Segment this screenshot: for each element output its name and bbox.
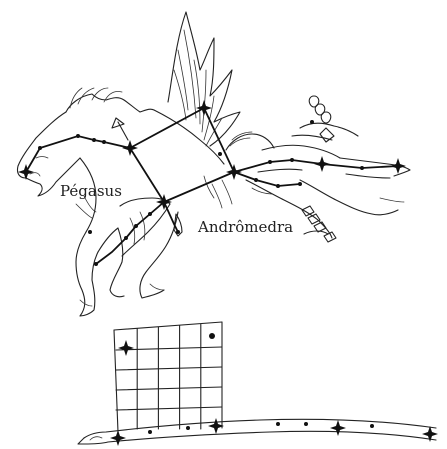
grid-row-line xyxy=(116,407,222,410)
bottom-band-drawing xyxy=(78,418,438,446)
arrow-marker xyxy=(112,118,128,140)
pegasus-wing-drawing xyxy=(168,12,240,146)
andromeda-label: Andrômedra xyxy=(197,218,293,236)
pegasus-label: Pégasus xyxy=(60,182,122,200)
grid-row-line xyxy=(116,367,222,370)
grid-row-line xyxy=(116,387,222,390)
star-grid xyxy=(114,322,222,432)
